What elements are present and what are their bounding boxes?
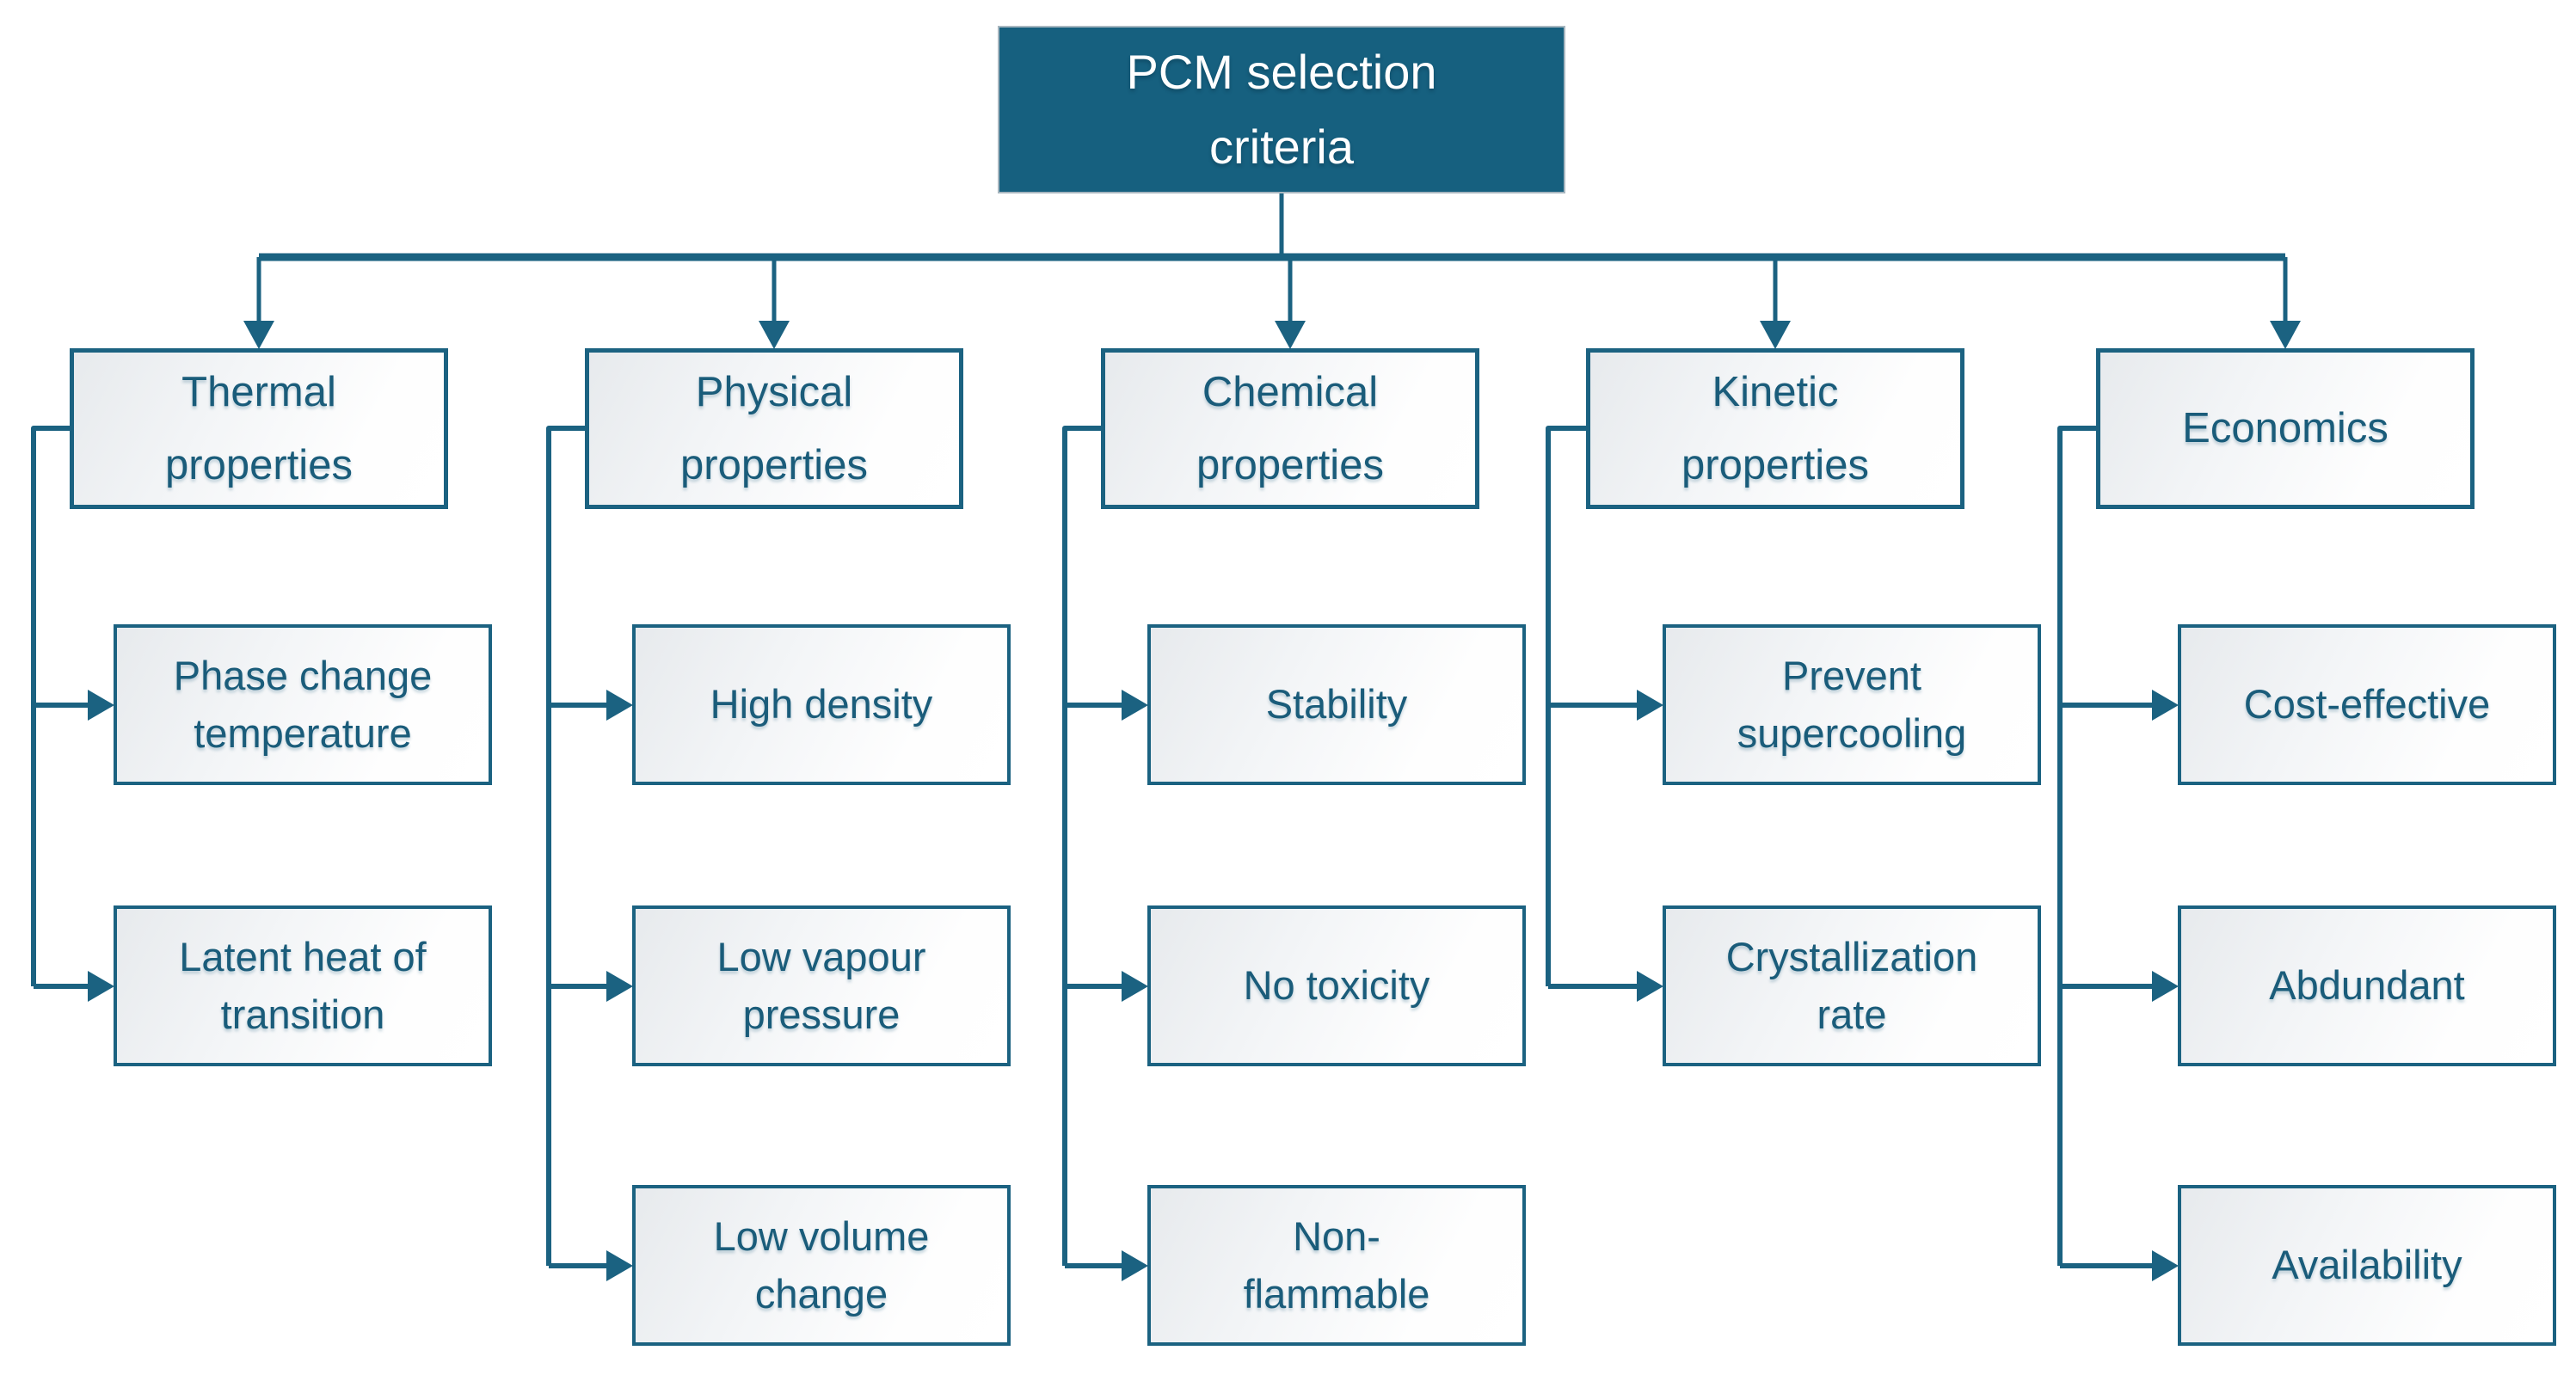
category-node-economics: Economics (2096, 348, 2475, 509)
leaf-label: Low vapour pressure (716, 933, 926, 1037)
leaf-node-non-flammable: Non- flammable (1147, 1185, 1526, 1346)
leaf-label: Availability (2272, 1242, 2462, 1288)
leaf-label: No toxicity (1243, 962, 1430, 1009)
leaf-node-crystallization-rate: Crystallization rate (1663, 905, 2041, 1066)
trunk-connector (243, 193, 2301, 349)
economics-branch-connector (2057, 426, 2179, 1281)
category-node-kinetic-properties: Kinetic properties (1586, 348, 1964, 509)
thermal-branch-connector (31, 426, 114, 1002)
chemical-branch-connector (1062, 426, 1148, 1281)
root-node-pcm-selection-criteria: PCM selection criteria (998, 26, 1565, 193)
leaf-label: High density (710, 681, 933, 727)
leaf-node-abdundant: Abdundant (2178, 905, 2556, 1066)
leaf-label: Stability (1265, 681, 1408, 727)
category-node-physical-properties: Physical properties (585, 348, 963, 509)
leaf-label: Abdundant (2269, 962, 2465, 1009)
physical-branch-connector (546, 426, 633, 1281)
leaf-node-cost-effective: Cost-effective (2178, 624, 2556, 785)
leaf-node-low-vapour-pressure: Low vapour pressure (632, 905, 1011, 1066)
category-label: Economics (2182, 405, 2388, 452)
kinetic-branch-connector (1546, 426, 1663, 1002)
leaf-label: Cost-effective (2243, 681, 2491, 727)
leaf-label: Crystallization rate (1725, 933, 1978, 1037)
leaf-node-high-density: High density (632, 624, 1011, 785)
category-node-thermal-properties: Thermal properties (70, 348, 448, 509)
leaf-node-prevent-supercooling: Prevent supercooling (1663, 624, 2041, 785)
leaf-label: Latent heat of transition (179, 933, 427, 1037)
leaf-label: Prevent supercooling (1737, 652, 1967, 756)
category-label: Chemical properties (1196, 369, 1384, 488)
leaf-label: Phase change temperature (173, 652, 433, 756)
leaf-label: Low volume change (713, 1212, 930, 1317)
category-label: Physical properties (680, 369, 868, 488)
category-node-chemical-properties: Chemical properties (1101, 348, 1479, 509)
category-label: Kinetic properties (1681, 369, 1869, 488)
leaf-label: Non- flammable (1243, 1212, 1430, 1317)
leaf-node-availability: Availability (2178, 1185, 2556, 1346)
leaf-node-latent-heat-of-transition: Latent heat of transition (114, 905, 492, 1066)
down-arrowheads (243, 321, 2301, 349)
leaf-node-no-toxicity: No toxicity (1147, 905, 1526, 1066)
leaf-node-low-volume-change: Low volume change (632, 1185, 1011, 1346)
root-node-label: PCM selection criteria (1126, 44, 1437, 174)
leaf-node-phase-change-temperature: Phase change temperature (114, 624, 492, 785)
leaf-node-stability: Stability (1147, 624, 1526, 785)
category-label: Thermal properties (165, 369, 353, 488)
